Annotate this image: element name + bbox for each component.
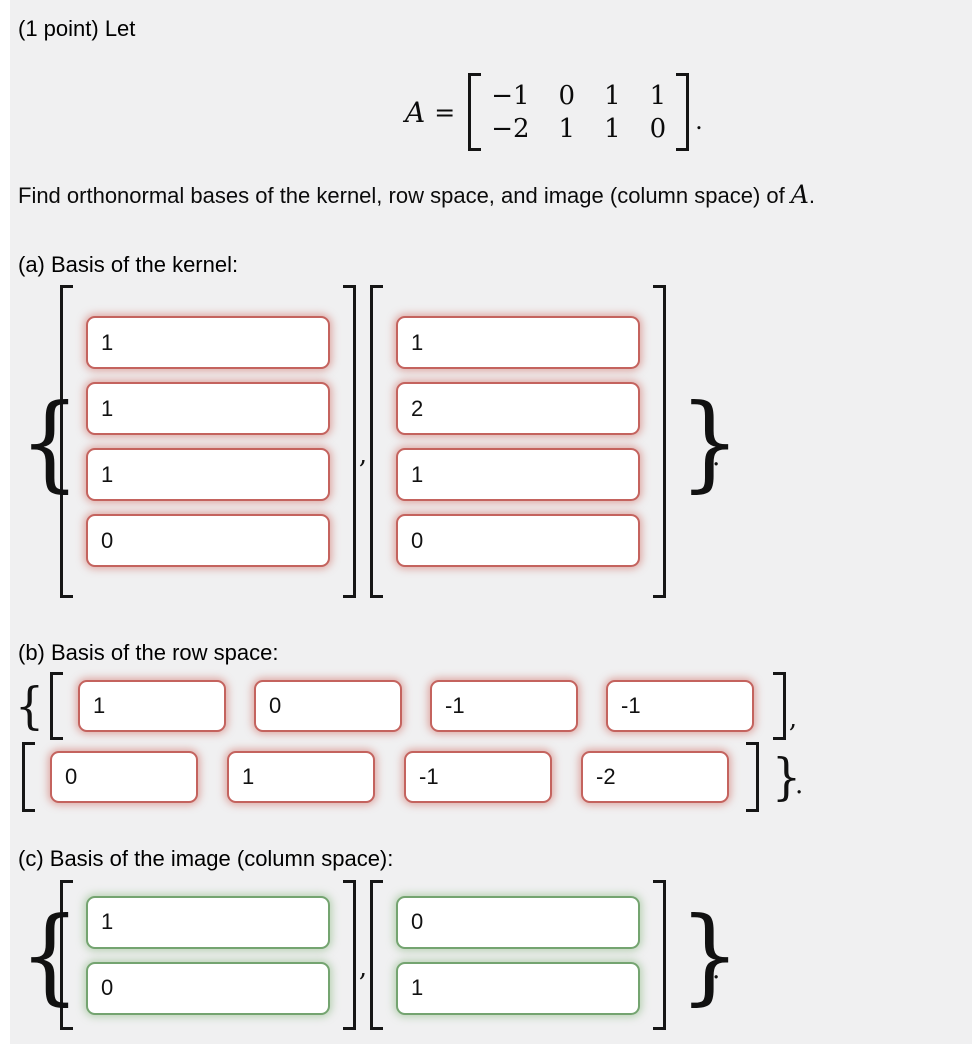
kernel-answer-set: { , } . (18, 285, 741, 598)
section-b-label: (b) Basis of the row space: (18, 640, 279, 665)
set-close-brace: } (771, 748, 802, 806)
set-period: . (712, 441, 721, 472)
prompt-variable: A (790, 180, 809, 209)
matrix-cell: −1 (491, 80, 530, 111)
matrix-variable: A (405, 95, 426, 129)
rowspace-vector-1: { , (14, 672, 800, 740)
intro-text: (1 point) Let (18, 16, 136, 41)
set-open-brace: { (19, 380, 81, 503)
section-a-label: (a) Basis of the kernel: (18, 252, 239, 277)
matrix-equation: A = −1 0 1 1 −2 1 1 0 . (405, 72, 703, 152)
matrix-bracket-left (468, 73, 482, 151)
matrix-cell: 1 (649, 80, 667, 111)
set-close-brace: } (679, 380, 741, 503)
matrix-cell: 1 (604, 113, 621, 144)
kernel-v2-entry-2[interactable] (396, 382, 640, 435)
rowspace-v2-entry-2[interactable] (227, 751, 375, 803)
set-open-brace: { (19, 894, 81, 1016)
image-answer-set: { , } . (18, 880, 741, 1030)
image-vector-2-fields (396, 880, 640, 1030)
kernel-v1-entry-3[interactable] (86, 448, 330, 501)
set-close-brace: } (679, 894, 741, 1016)
row-bracket-right (773, 672, 786, 740)
rowspace-v1-entry-3[interactable] (430, 680, 578, 732)
rowspace-v2-entry-4[interactable] (581, 751, 729, 803)
vector-bracket-right (343, 285, 356, 598)
matrix-cell: 0 (558, 80, 576, 111)
image-v1-entry-2[interactable] (86, 961, 330, 1015)
matrix-cell: 1 (558, 113, 576, 144)
matrix-cell: 0 (649, 113, 667, 144)
kernel-vector-2 (370, 285, 666, 598)
prompt-text: Find orthonormal bases of the kernel, ro… (18, 183, 785, 208)
matrix-bracket-right (676, 73, 690, 151)
problem-page: (1 point) Let A = −1 0 1 1 −2 1 1 0 . Fi… (10, 0, 972, 1044)
vector-separator-comma: , (358, 953, 368, 983)
matrix-cell: −2 (491, 113, 530, 144)
kernel-vector-1 (60, 285, 356, 598)
kernel-v1-entry-4[interactable] (86, 514, 330, 567)
equals-sign: = (434, 97, 456, 127)
equation-period: . (695, 107, 703, 135)
set-period: . (712, 955, 721, 985)
image-v1-entry-1[interactable] (86, 895, 330, 949)
kernel-v2-entry-3[interactable] (396, 448, 640, 501)
rowspace-v1-entry-2[interactable] (254, 680, 402, 732)
kernel-v1-entry-1[interactable] (86, 316, 330, 369)
kernel-vector-1-fields (86, 285, 330, 598)
prompt-period: . (808, 183, 816, 208)
rowspace-vector-2-fields (50, 751, 729, 803)
kernel-v2-entry-4[interactable] (396, 514, 640, 567)
vector-bracket-left (370, 285, 383, 598)
vector-separator-comma: , (358, 439, 368, 470)
vector-bracket-left (60, 285, 73, 598)
set-period: . (795, 770, 804, 800)
vector-bracket-right (653, 880, 666, 1030)
rowspace-v1-entry-1[interactable] (78, 680, 226, 732)
rowspace-v1-entry-4[interactable] (606, 680, 754, 732)
image-v2-entry-1[interactable] (396, 895, 640, 949)
matrix-cell: 1 (604, 80, 621, 111)
vector-bracket-right (653, 285, 666, 598)
image-v2-entry-2[interactable] (396, 961, 640, 1015)
row-bracket-right (746, 742, 759, 812)
kernel-vector-2-fields (396, 285, 640, 598)
vector-bracket-left (60, 880, 73, 1030)
rowspace-v2-entry-3[interactable] (404, 751, 552, 803)
row-bracket-left (50, 672, 63, 740)
kernel-v2-entry-1[interactable] (396, 316, 640, 369)
rowspace-vector-1-fields (78, 680, 754, 732)
image-vector-1-fields (86, 880, 330, 1030)
matrix-values: −1 0 1 1 −2 1 1 0 (491, 81, 666, 144)
rowspace-v2-entry-1[interactable] (50, 751, 198, 803)
row-separator-comma: , (788, 704, 798, 734)
vector-bracket-right (343, 880, 356, 1030)
vector-bracket-left (370, 880, 383, 1030)
row-bracket-left (22, 742, 35, 812)
problem-prompt: Find orthonormal bases of the kernel, ro… (18, 180, 815, 209)
kernel-v1-entry-2[interactable] (86, 382, 330, 435)
rowspace-vector-2: } . (22, 742, 803, 812)
set-open-brace: { (14, 677, 45, 735)
section-c-label: (c) Basis of the image (column space): (18, 846, 394, 871)
image-vector-1 (60, 880, 356, 1030)
image-vector-2 (370, 880, 666, 1030)
